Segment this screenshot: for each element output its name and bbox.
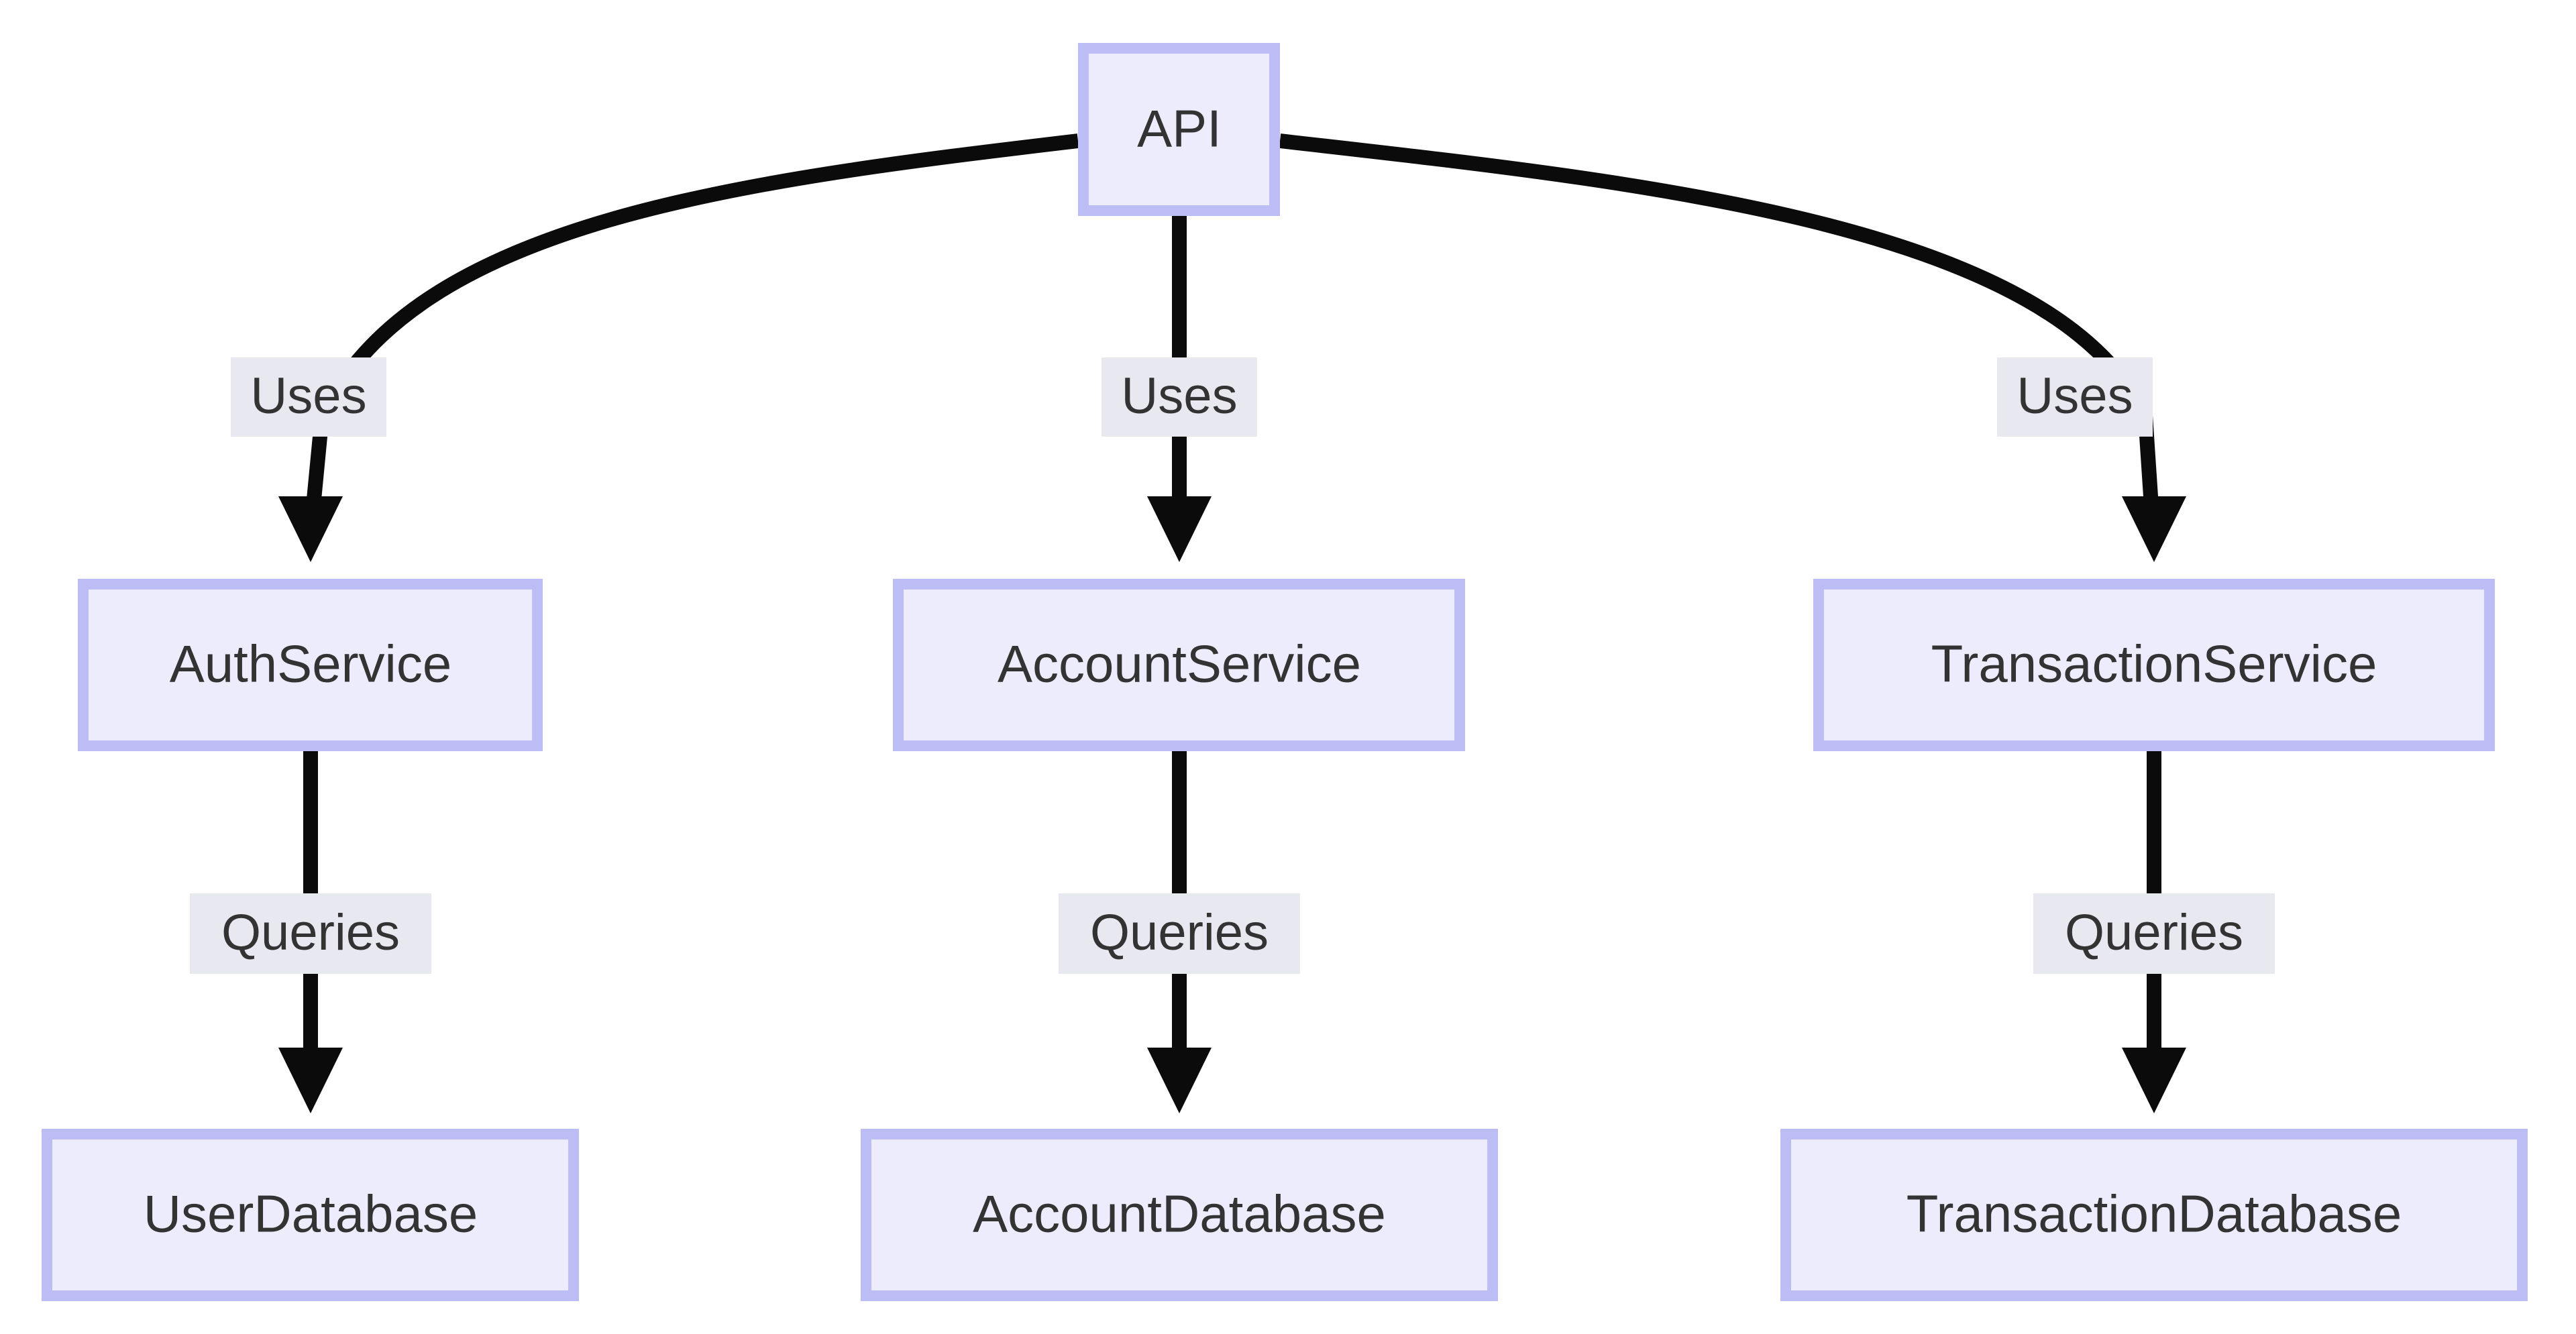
edge-label-api-authservice: Uses [231,357,386,437]
edge-label-bg-api-authservice [231,357,386,437]
edge-label-api-accountservice: Uses [1102,357,1257,437]
edge-line-api-transactionservice [1279,133,2159,507]
edge-label-transactionservice-transactiondatabase: Queries [2033,893,2275,974]
arrow-head-api-accountservice [1147,496,1212,562]
node-label-api: API [1137,99,1222,158]
arrow-head-api-transactionservice [2122,496,2186,562]
edge-label-api-transactionservice: Uses [1997,357,2153,437]
edge-label-bg-accountservice-accountdatabase [1059,893,1300,974]
edge-line-api-authservice [306,133,1079,508]
arrow-head-api-authservice [278,496,343,562]
node-authservice[interactable]: AuthService [78,579,543,751]
node-label-userdatabase: UserDatabase [144,1184,478,1243]
node-transactionservice[interactable]: TransactionService [1813,579,2495,751]
node-box-accountdatabase [861,1129,1498,1301]
node-label-authservice: AuthService [170,634,452,693]
edge-label-text-api-accountservice: Uses [1121,368,1237,425]
edge-label-bg-api-accountservice [1102,357,1257,437]
node-box-authservice [78,579,543,751]
node-label-transactionservice: TransactionService [1931,634,2377,693]
node-box-userdatabase [42,1129,579,1301]
node-accountservice[interactable]: AccountService [893,579,1465,751]
edge-label-text-authservice-userdatabase: Queries [221,904,400,961]
node-box-transactionservice [1813,579,2495,751]
edge-label-bg-authservice-userdatabase [190,893,431,974]
arrow-head-accountservice-accountdatabase [1147,1048,1212,1113]
node-userdatabase[interactable]: UserDatabase [42,1129,579,1301]
node-box-accountservice [893,579,1465,751]
node-label-transactiondatabase: TransactionDatabase [1907,1184,2402,1243]
edge-api-authservice[interactable] [278,133,1079,562]
node-box-api [1078,43,1280,216]
node-transactiondatabase[interactable]: TransactionDatabase [1780,1129,2528,1301]
edge-label-bg-transactionservice-transactiondatabase [2033,893,2275,974]
node-api[interactable]: API [1078,43,1280,216]
node-label-accountdatabase: AccountDatabase [973,1184,1386,1243]
edge-label-text-transactionservice-transactiondatabase: Queries [2065,904,2243,961]
arrow-head-transactionservice-transactiondatabase [2122,1048,2186,1113]
edge-label-text-api-authservice: Uses [250,368,366,425]
edge-label-authservice-userdatabase: Queries [190,893,431,974]
arrow-head-authservice-userdatabase [278,1048,343,1113]
node-label-accountservice: AccountService [998,634,1361,693]
edge-api-transactionservice[interactable] [1279,133,2186,562]
edge-label-accountservice-accountdatabase: Queries [1059,893,1300,974]
node-accountdatabase[interactable]: AccountDatabase [861,1129,1498,1301]
edge-label-text-api-transactionservice: Uses [2017,368,2133,425]
edge-label-text-accountservice-accountdatabase: Queries [1090,904,1269,961]
node-box-transactiondatabase [1780,1129,2528,1301]
edge-label-bg-api-transactionservice [1997,357,2153,437]
